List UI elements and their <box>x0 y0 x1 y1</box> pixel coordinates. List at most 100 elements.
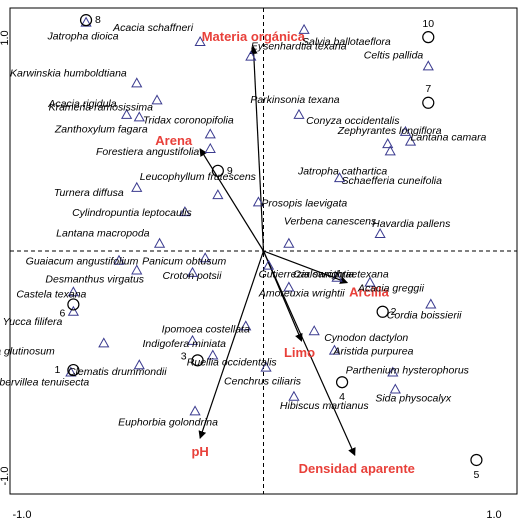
species-label-jatropha-cathartica: Jatropha cathartica <box>297 165 387 177</box>
site-label-3: 3 <box>181 350 187 362</box>
species-label-lantana-macropoda: Lantana macropoda <box>56 228 150 240</box>
species-label-zephyrantes-longiflora: Zephyrantes longiflora <box>337 125 442 137</box>
species-label-cylindropuntia-leptocaulis: Cylindropuntia leptocaulis <box>72 207 192 219</box>
site-marker-2 <box>376 305 389 318</box>
species-label-acacia-greggii: Acacia greggii <box>357 283 425 295</box>
species-label-forestiera-angustifolia: Forestiera angustifolia <box>96 146 199 158</box>
environmental-labels: Materia orgánicaArenaArcillaLimopHDensid… <box>155 29 415 476</box>
species-marker-tridax-coronopifolia <box>204 128 216 139</box>
species-marker-ipomoea-costellata <box>240 320 252 331</box>
species-label-turnera-diffusa: Turnera diffusa <box>54 187 124 199</box>
species-label-schaefferia-cuneifolia: Schaefferia cuneifolia <box>342 175 443 187</box>
vector-arena <box>199 148 265 252</box>
species-label-gutierrezia-sarothrae: Gutierrezia sarothrae <box>259 269 358 281</box>
species-label-salvia-ballotaeflora: Salvia ballotaeflora <box>302 36 391 48</box>
site-label-7: 7 <box>425 83 431 95</box>
species-marker-lantana-macropoda <box>153 237 166 248</box>
species-marker-hibiscus-martianus <box>288 390 300 401</box>
species-label-tridax-coronopifolia: Tridax coronopifolia <box>143 114 234 126</box>
species-points <box>65 16 437 416</box>
env-label-ph: pH <box>191 444 208 459</box>
species-marker-karwinskia-humboldtiana <box>131 77 143 88</box>
species-marker-salvia-ballotaeflora <box>298 23 310 34</box>
vector-ph <box>198 250 265 440</box>
species-marker-forestiera-angustifolia <box>204 142 216 153</box>
species-label-krameria-ramosissima: Krameria ramosissima <box>49 101 154 113</box>
species-label-parkinsonia-texana: Parkinsonia texana <box>250 94 339 106</box>
species-label-guaiacum-angustifolium: Guaiacum angustifolium <box>26 256 139 268</box>
species-marker-ruellia-occidentalis <box>207 349 219 360</box>
site-label-5: 5 <box>474 469 480 481</box>
species-marker-conyza-occidentalis <box>399 125 412 136</box>
site-label-8: 8 <box>95 14 101 26</box>
species-marker-carlowrightia-texana <box>331 271 343 282</box>
species-marker-lantana-camara <box>404 135 417 146</box>
species-marker-gutierrezia-sarothrae <box>262 259 275 270</box>
site-label-10: 10 <box>422 18 434 30</box>
species-label-verbena-canescens: Verbena canescens <box>284 216 377 228</box>
species-marker-castela-texana <box>67 286 79 297</box>
species-marker-cynodon-dactylon <box>308 325 320 336</box>
species-marker-aristida-purpurea <box>328 344 341 355</box>
species-marker-panicum-obtusum <box>199 252 211 263</box>
species-marker-eysenhardtia-texana <box>245 50 257 61</box>
species-marker-cordia-boissierii <box>425 298 437 309</box>
species-label-cordia-boissierii: Cordia boissierii <box>387 309 462 321</box>
species-marker-clematis-drummondii <box>133 359 145 370</box>
species-marker-acacia-greggii <box>364 276 376 287</box>
species-label-amoreuxia-wrightii: Amoreuxia wrightii <box>258 287 345 299</box>
y-tick-top: 1.0 <box>0 30 11 45</box>
species-label-indigofera-miniata: Indigofera miniata <box>143 338 227 350</box>
species-marker-indigofera-miniata <box>186 334 199 345</box>
site-marker-6 <box>67 298 80 311</box>
species-marker-euphorbia-golondrina <box>189 405 201 416</box>
species-marker-havardia-pallens <box>374 227 386 238</box>
site-marker-3 <box>191 354 204 367</box>
species-marker-schaefferia-cuneifolia <box>333 172 346 183</box>
env-label-arena: Arena <box>155 133 193 148</box>
species-marker-yucca-filifera <box>67 305 79 316</box>
env-label-limo: Limo <box>284 345 315 360</box>
site-marker-7 <box>422 96 435 109</box>
species-marker-zanthoxylum-fagara <box>133 111 145 122</box>
vector-materia-organica <box>249 45 265 252</box>
site-marker-1 <box>67 363 80 377</box>
species-label-acacia-schaffneri: Acacia schaffneri <box>112 22 194 34</box>
species-label-cenchrus-ciliaris: Cenchrus ciliaris <box>224 376 302 388</box>
species-label-zanthoxylum-fagara: Zanthoxylum fagara <box>54 123 148 135</box>
species-marker-cenchrus-ciliaris <box>260 361 272 372</box>
x-tick-left: -1.0 <box>13 509 32 521</box>
species-marker-desmanthus-virgatus <box>131 264 143 275</box>
species-label-karwinskia-humboldtiana: Karwinskia humboldtiana <box>10 67 127 79</box>
species-label-conyza-occidentalis: Conyza occidentalis <box>306 115 400 127</box>
env-label-arcilla: Arcilla <box>349 285 390 300</box>
species-label-cynodon-dactylon: Cynodon dactylon <box>324 332 408 344</box>
species-marker-turnera-diffusa <box>131 181 143 192</box>
species-label-acacia-rigidula: Acacia rigidula <box>47 98 116 110</box>
species-label-clematis-drummondii: Clematis drummondii <box>68 366 167 378</box>
species-marker-amoreuxia-wrightii <box>283 281 295 292</box>
site-label-2: 2 <box>391 306 397 318</box>
x-tick-right: 1.0 <box>486 509 501 521</box>
species-marker-parthenium-hysterophorus <box>387 366 399 377</box>
species-label-gymnosperma-glutinosum: Gymnosperma glutinosum <box>0 345 55 357</box>
species-marker-guaiacum-angustifolium <box>113 254 125 265</box>
species-marker-croton-potsii <box>186 266 199 277</box>
species-label-prosopis-laevigata: Prosopis laevigata <box>261 197 347 209</box>
species-marker-verbena-canescens <box>283 237 295 248</box>
species-label-hibiscus-martianus: Hibiscus martianus <box>280 400 369 412</box>
vector-densidad-aparente <box>262 250 356 457</box>
vector-arcilla <box>263 250 349 284</box>
species-marker-jatropha-cathartica <box>384 145 396 156</box>
species-label-celtis-pallida: Celtis pallida <box>364 49 424 61</box>
species-label-yucca-filifera: Yucca filifera <box>3 316 63 328</box>
species-label-panicum-obtusum: Panicum obtusum <box>142 255 226 267</box>
species-label-euphorbia-golondrina: Euphorbia golondrina <box>118 416 218 428</box>
site-marker-8 <box>79 14 93 27</box>
env-label-materia-organica: Materia orgánica <box>202 29 306 44</box>
y-tick-bottom: -1.0 <box>0 467 11 486</box>
species-marker-gymnosperma-glutinosum <box>98 337 110 348</box>
site-marker-9 <box>211 164 224 177</box>
